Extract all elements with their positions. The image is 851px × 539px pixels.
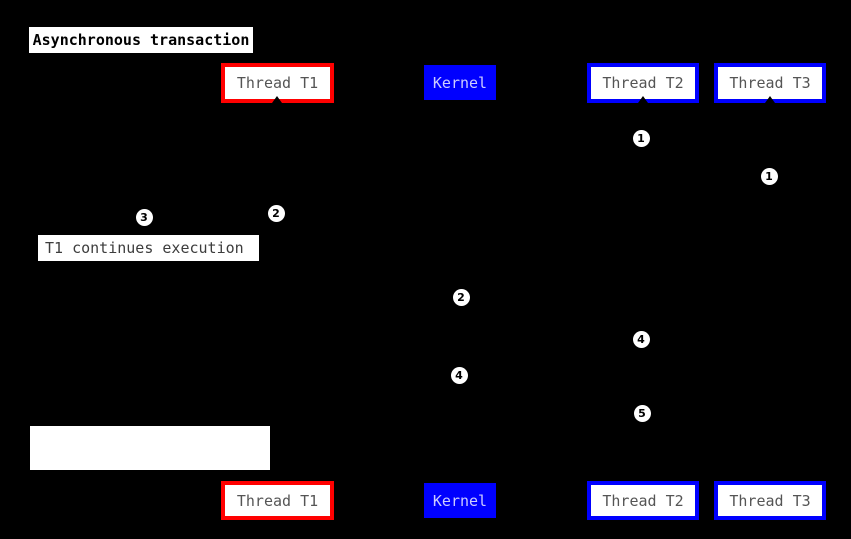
sequence-marker-2: 2 [267, 204, 285, 222]
actor-thread-t2-bottom: Thread T2 [587, 481, 699, 520]
actor-kernel-top: Kernel [424, 65, 496, 100]
lifeline-start-notch-t2 [638, 96, 648, 103]
sequence-marker-1: 1 [760, 167, 778, 185]
actor-thread-t3-bottom: Thread T3 [714, 481, 826, 520]
actor-kernel-bottom: Kernel [424, 483, 496, 518]
sequence-marker-1: 1 [632, 129, 650, 147]
lifeline-end-arrowhead-t3 [765, 477, 775, 484]
sequence-marker-2: 2 [452, 288, 470, 306]
sequence-marker-3: 3 [135, 208, 153, 226]
lifeline-end-arrowhead-t2 [638, 477, 648, 484]
actor-thread-t1-bottom: Thread T1 [221, 481, 334, 520]
blank-note-box [30, 426, 270, 470]
sequence-marker-4: 4 [450, 366, 468, 384]
sequence-marker-5: 5 [633, 404, 651, 422]
note-t1-continues: T1 continues execution [38, 235, 259, 261]
lifeline-start-notch-t1 [272, 96, 282, 103]
lifeline-end-arrowhead-t1 [272, 477, 282, 484]
sequence-marker-4: 4 [632, 330, 650, 348]
lifeline-start-notch-t3 [765, 96, 775, 103]
diagram-title: Asynchronous transaction [29, 27, 253, 53]
